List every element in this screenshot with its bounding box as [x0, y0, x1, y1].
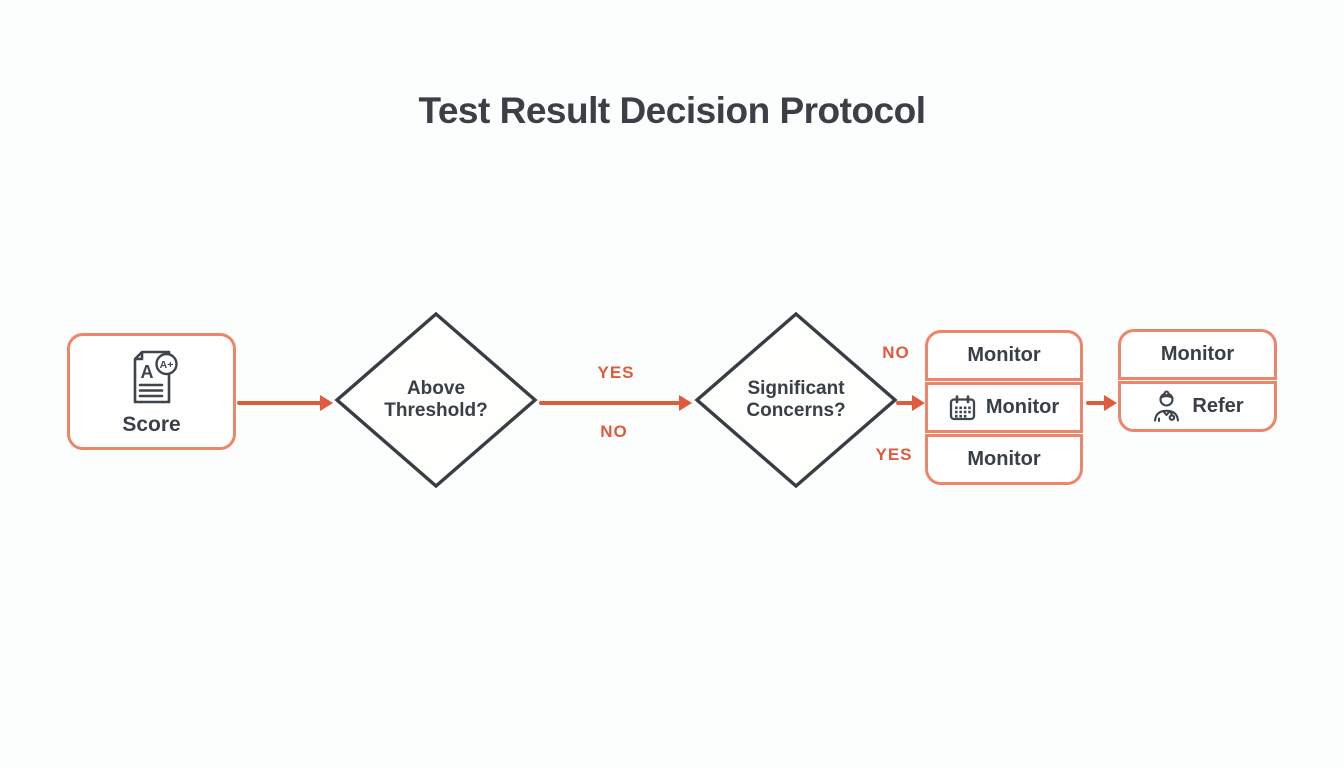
edge-label-yes: YES — [597, 363, 635, 382]
monitor-row-top: Monitor — [925, 330, 1083, 381]
monitor-row-middle-label: Monitor — [985, 396, 1060, 418]
decision-significant-concerns: Significant Concerns? — [694, 311, 898, 489]
node-score: A A+ Score — [67, 333, 236, 450]
arrow-monitor-to-outcome — [1086, 401, 1105, 405]
outcome-row-refer-label: Refer — [1192, 395, 1244, 417]
outcome-row-monitor-label: Monitor — [1160, 343, 1235, 365]
monitor-row-bottom-label: Monitor — [967, 448, 1041, 470]
monitor-row-middle: Monitor — [925, 382, 1083, 433]
node-score-label: Score — [122, 413, 181, 436]
node-outcome-box: Monitor Refer — [1118, 329, 1277, 432]
icon-grade-badge: A+ — [159, 359, 173, 371]
page-title: Test Result Decision Protocol — [418, 90, 926, 131]
icon-grade-letter: A — [140, 362, 153, 382]
arrow-threshold-to-concerns — [539, 401, 680, 405]
diamond-shape — [334, 311, 538, 489]
calendar-icon — [949, 394, 975, 420]
monitor-row-bottom: Monitor — [925, 434, 1083, 485]
arrow-score-to-threshold — [237, 401, 321, 405]
outcome-row-monitor: Monitor — [1118, 329, 1277, 380]
arrow-concerns-to-monitor — [896, 401, 913, 405]
edge-label-no: NO — [600, 422, 628, 441]
decision-above-threshold-label: Above Threshold? — [384, 377, 488, 421]
edge-label-yes: YES — [875, 445, 913, 464]
graded-test-paper-icon: A A+ — [133, 350, 178, 404]
outcome-row-refer: Refer — [1118, 381, 1277, 432]
edge-label-no: NO — [882, 343, 910, 362]
node-monitor-stack: Monitor Monitor Monitor — [925, 330, 1083, 485]
decision-above-threshold: Above Threshold? — [334, 311, 538, 489]
decision-significant-concerns-label: Significant Concerns? — [746, 377, 846, 421]
monitor-row-top-label: Monitor — [967, 344, 1041, 366]
doctor-icon — [1154, 390, 1180, 423]
diamond-shape — [694, 311, 898, 489]
